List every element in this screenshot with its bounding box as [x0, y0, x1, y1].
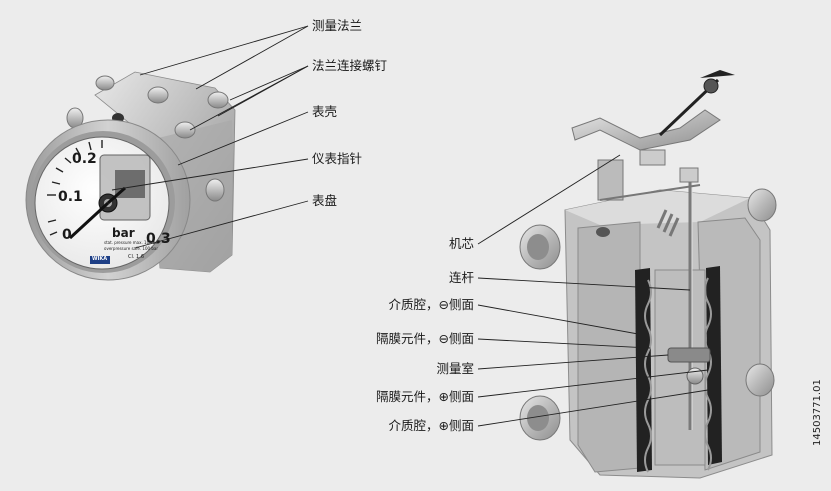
- measuring-chamber: [654, 269, 706, 466]
- label-link: 连杆: [448, 270, 474, 285]
- dial-unit: bar: [112, 226, 135, 240]
- dial-note-1: stat. pressure max. 100 bar: [104, 240, 160, 245]
- movement: [571, 109, 721, 201]
- label-case: 表壳: [312, 104, 338, 119]
- label-measuring-flange: 测量法兰: [312, 18, 363, 33]
- dial-note-2: overpressure safe. 100 bar: [104, 246, 158, 251]
- label-movement: 机芯: [448, 236, 474, 251]
- dial-tick-0-2: 0.2: [72, 151, 97, 167]
- cutaway-assembly: [519, 70, 777, 479]
- label-diaphragm-minus: 隔膜元件，⊖侧面: [376, 331, 474, 346]
- leader-lines: [111, 25, 709, 427]
- label-flange-screws: 法兰连接螺钉: [312, 58, 388, 73]
- dial-tick-0-1: 0.1: [58, 189, 83, 205]
- dial-brand: WIKA: [92, 256, 108, 262]
- document-id: 14503771.01: [812, 379, 823, 446]
- dial-class: Cl. 1.6: [128, 254, 145, 260]
- label-measuring-chamber: 测量室: [436, 361, 474, 376]
- label-media-chamber-minus: 介质腔，⊖侧面: [388, 297, 474, 312]
- movement-pointer: [658, 70, 735, 137]
- label-diaphragm-plus: 隔膜元件，⊕侧面: [376, 389, 474, 404]
- dial-tick-0: 0: [62, 227, 72, 243]
- diaphragm-minus: [644, 279, 652, 473]
- label-pointer: 仪表指针: [312, 151, 363, 166]
- wika-logo: [90, 256, 110, 264]
- gauge-assembly: [25, 71, 236, 281]
- dial-tick-0-3: 0.3: [146, 231, 171, 247]
- diaphragm-plus: [704, 277, 712, 471]
- gauge-pointer: [68, 201, 110, 240]
- label-media-chamber-plus: 介质腔，⊕侧面: [388, 418, 474, 433]
- label-dial: 表盘: [312, 193, 338, 208]
- media-chamber-plus: [706, 266, 722, 465]
- flange-screws: [66, 75, 229, 202]
